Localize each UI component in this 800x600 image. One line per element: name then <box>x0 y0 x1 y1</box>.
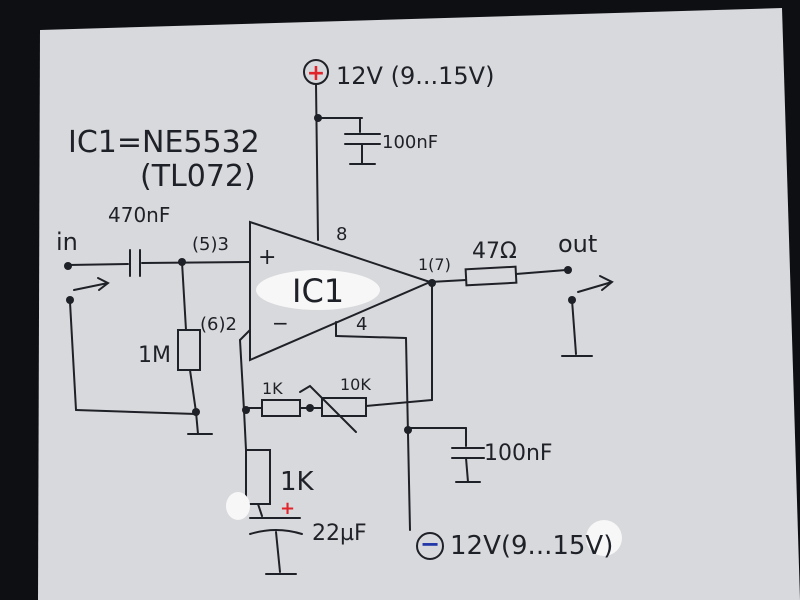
c-top-label: 100nF <box>382 132 438 153</box>
positive-supply-terminal <box>303 59 329 85</box>
ic-plus-sign: + <box>258 245 276 270</box>
title-ic-line2: (TL072) <box>140 159 256 194</box>
output-arrow-icon <box>577 275 614 293</box>
out-wire-b <box>515 269 567 275</box>
r-bias-top-wire <box>181 261 187 331</box>
input-ground-wire <box>75 409 197 415</box>
r-fb1-label: 1K <box>262 379 283 398</box>
junction-vee <box>404 426 412 434</box>
r-fb2-label: 10K <box>340 375 371 394</box>
ic-name-label: IC1 <box>292 272 344 310</box>
r-bias-bottom-wire <box>189 369 197 413</box>
non-inv-wire <box>141 261 251 264</box>
ic-minus-sign: − <box>272 311 289 335</box>
r-gnd-top-wire <box>243 409 247 451</box>
positive-symbol-icon: + <box>307 61 325 86</box>
input-terminal <box>64 262 72 270</box>
c-bottom-lead-gnd <box>465 457 469 483</box>
correction-mark-ic <box>256 270 380 310</box>
inv-wire <box>239 339 245 411</box>
junction-non-inv <box>178 258 186 266</box>
c-bottom-label: 100nF <box>484 441 553 466</box>
junction-output <box>428 279 436 287</box>
out-wire-a <box>429 279 467 283</box>
paper-background <box>38 8 800 600</box>
r-gnd-bottom-wire <box>257 503 263 517</box>
input-wire <box>67 263 129 266</box>
negative-supply-terminal <box>416 532 444 560</box>
fb-wire-c <box>365 399 433 407</box>
pin4-wire <box>335 335 407 339</box>
input-return-wire <box>69 301 77 411</box>
r-fb2-wiper <box>299 384 357 433</box>
title-ic-line1: IC1=NE5532 <box>68 125 260 160</box>
c-elec-plus-icon: + <box>280 498 295 519</box>
correction-mark-left <box>226 492 250 520</box>
out-return-wire <box>571 299 577 355</box>
ic-pin-out: 1(7) <box>418 255 451 274</box>
ic-pin-in-plus: (5)3 <box>192 234 229 255</box>
ic-pin-in-minus: (6)2 <box>200 314 237 335</box>
junction-fb-mid <box>306 404 314 412</box>
correction-mark-right <box>586 520 622 556</box>
junction-vcc <box>314 114 322 122</box>
positive-supply-label: 12V (9...15V) <box>336 62 494 90</box>
r-fb2-body <box>321 397 367 417</box>
c-elec-lead-gnd <box>275 531 281 573</box>
output-terminal <box>564 266 572 274</box>
negative-symbol-icon: − <box>420 530 440 558</box>
negative-supply-label: 12V(9...15V) <box>450 531 613 561</box>
c-elec-plate-2 <box>249 529 303 535</box>
junction-gnd-left <box>192 408 200 416</box>
r-bias-label: 1M <box>138 343 171 368</box>
vcc-wire <box>315 83 319 241</box>
r-out-label: 47Ω <box>472 239 517 264</box>
output-return-terminal <box>568 296 576 304</box>
ic-pin-vcc: 8 <box>336 224 347 245</box>
r-gnd-label: 1K <box>280 467 315 497</box>
inv-in-stub <box>239 329 251 341</box>
input-port-label: in <box>56 228 78 256</box>
c-elec-label: 22µF <box>312 521 367 546</box>
ic-pin-gnd: 4 <box>356 314 367 335</box>
input-arrow-icon <box>73 277 110 291</box>
output-port-label: out <box>558 230 597 258</box>
junction-inv <box>242 406 250 414</box>
input-return-terminal <box>66 296 74 304</box>
c-in-label: 470nF <box>108 203 170 227</box>
